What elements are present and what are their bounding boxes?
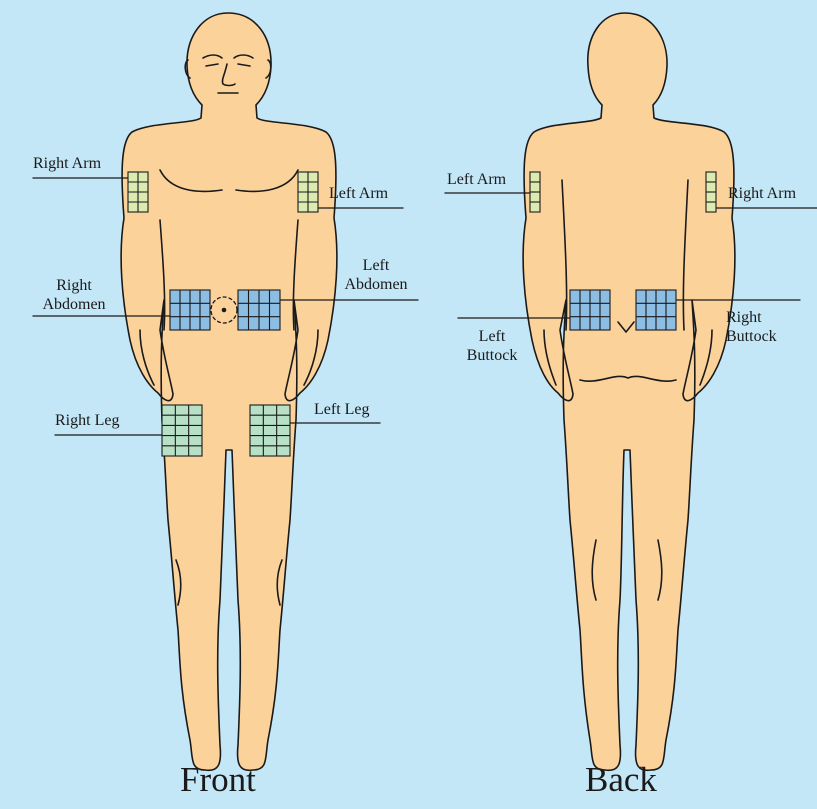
- front-left-abdomen-label-line2: Abdomen: [333, 275, 419, 294]
- front-left-abdomen-label: Left Abdomen: [333, 256, 419, 294]
- back-left-buttock-site: [570, 290, 610, 330]
- front-left-leg-label: Left Leg: [314, 400, 370, 419]
- back-body-outline: [523, 13, 735, 770]
- front-right-leg-site: [162, 405, 202, 456]
- front-body-outline: [121, 13, 337, 770]
- back-left-buttock-label-line1: Left: [452, 327, 532, 346]
- back-left-arm-label: Left Arm: [447, 170, 506, 189]
- front-right-abdomen-label-line2: Abdomen: [32, 295, 116, 314]
- back-left-buttock-label: Left Buttock: [452, 327, 532, 365]
- back-view-title: Back: [585, 760, 657, 800]
- front-right-abdomen-label-line1: Right: [32, 276, 116, 295]
- front-right-abdomen-label: Right Abdomen: [32, 276, 116, 314]
- back-right-buttock-site: [636, 290, 676, 330]
- back-right-buttock-label: Right Buttock: [726, 308, 777, 346]
- back-right-arm-site: [706, 172, 716, 212]
- back-right-buttock-label-line1: Right: [726, 308, 777, 327]
- back-right-arm-label: Right Arm: [728, 184, 796, 203]
- front-left-leg-site-box: [250, 405, 290, 456]
- front-left-arm-label: Left Arm: [329, 184, 388, 203]
- front-right-abdomen-site: [170, 290, 210, 330]
- front-left-leg-site: [250, 405, 290, 456]
- front-right-arm-site: [128, 172, 148, 212]
- front-left-arm-site: [298, 172, 318, 212]
- front-view-title: Front: [180, 760, 256, 800]
- back-right-buttock-label-line2: Buttock: [726, 327, 777, 346]
- front-left-abdomen-site: [238, 290, 280, 330]
- back-left-buttock-label-line2: Buttock: [452, 346, 532, 365]
- back-left-arm-site: [530, 172, 540, 212]
- front-left-abdomen-label-line1: Left: [333, 256, 419, 275]
- front-navel: [222, 308, 227, 313]
- front-right-leg-site-box: [162, 405, 202, 456]
- front-right-arm-label: Right Arm: [33, 154, 101, 173]
- front-right-leg-label: Right Leg: [55, 411, 119, 430]
